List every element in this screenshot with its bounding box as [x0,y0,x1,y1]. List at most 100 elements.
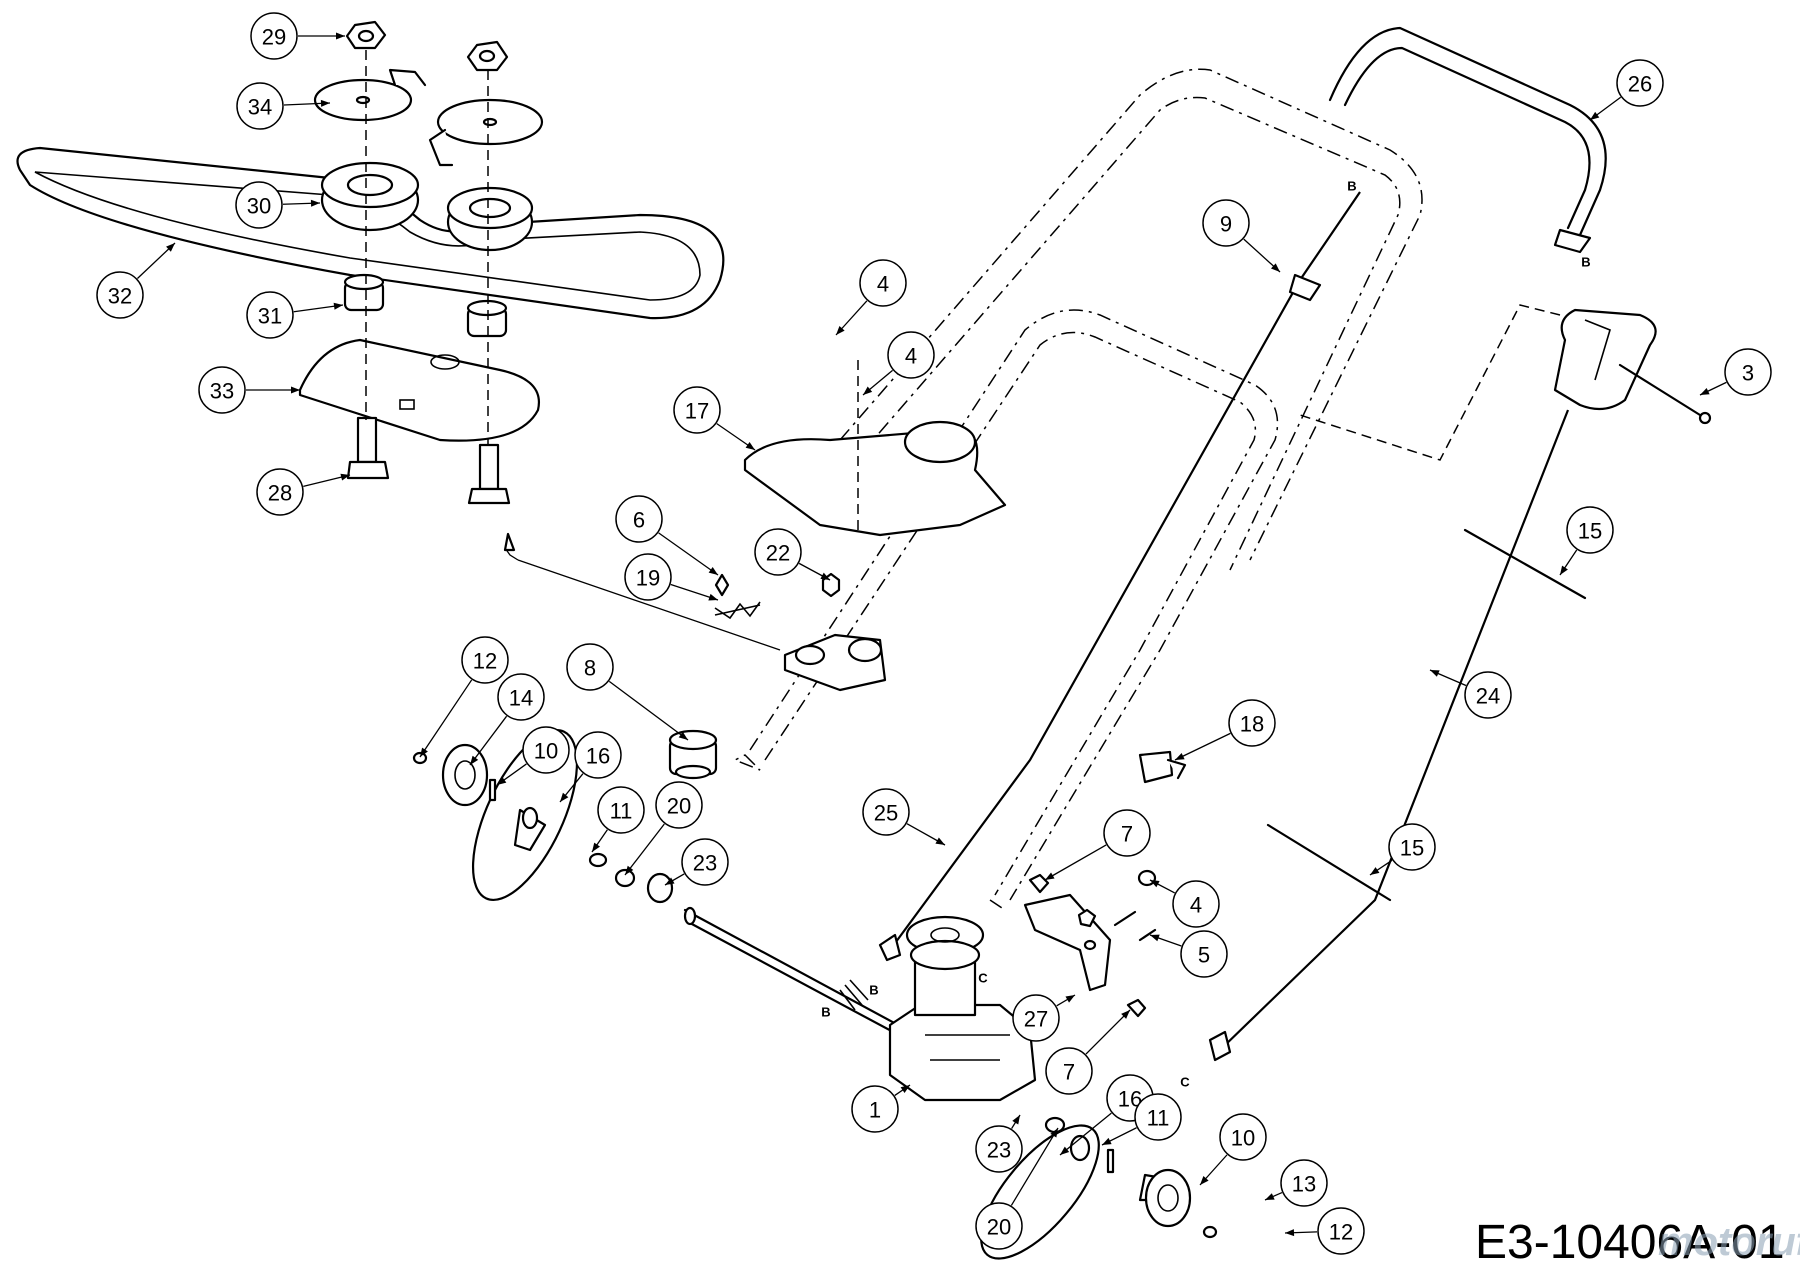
callout-bubble [673,386,721,434]
callout-number: 8 [584,656,596,681]
upper-control-bar [1328,26,1607,254]
callout-bubble [615,495,663,543]
callout-arrowhead [1590,111,1600,120]
callout-number: 27 [1024,1007,1048,1032]
belt-cover [743,360,1007,537]
cable-marker-b: B [1581,255,1590,270]
callout-14: 14 [469,673,545,766]
callout-number: 4 [905,344,917,369]
callout-bubble [522,726,570,774]
callout-number: 6 [633,508,645,533]
callout-10: 10 [496,726,570,786]
callout-arrowhead [592,842,600,852]
cable-marker-b: B [821,1005,830,1020]
control-lever-box [1299,304,1712,461]
callout-arrowhead [900,1085,910,1093]
callout-bubble [1388,823,1436,871]
callout-arrowhead [333,302,343,310]
spacers [343,273,508,338]
callout-number: 4 [877,272,889,297]
callout-18: 18 [1174,699,1276,761]
callout-bubble [975,1202,1023,1250]
callout-bubble [1616,59,1664,107]
callout-bubble [256,468,304,516]
callout-11: 11 [591,786,645,853]
callout-20: 20 [975,1127,1059,1250]
callout-24: 24 [1429,669,1512,719]
callout-3: 3 [1699,348,1772,396]
callout-5: 5 [1149,930,1228,978]
callout-arrowhead [708,566,718,575]
idler-arm [503,532,887,692]
callout-bubble [574,731,622,779]
shoulder-bolts [346,416,511,505]
callout-arrowhead [1700,387,1710,395]
callout-leader [658,532,719,576]
callout-32: 32 [96,242,176,319]
callout-number: 11 [1147,1106,1170,1131]
cable-marker-c: C [978,971,988,986]
callout-bubble [655,781,703,829]
watermark: motoruf [1658,1220,1800,1264]
callout-26: 26 [1589,59,1664,121]
callout-10: 10 [1199,1113,1267,1186]
callout-arrowhead [1200,1175,1209,1185]
callout-bubble [461,636,509,684]
callout-9: 9 [1202,199,1281,273]
callout-arrowhead [1065,995,1075,1003]
cable-marker-b: B [1347,179,1356,194]
callout-arrowhead [310,199,320,207]
callout-number: 5 [1198,943,1210,968]
callout-bubble [1724,348,1772,396]
callout-arrowhead [935,837,945,845]
callout-arrowhead [340,473,350,481]
idler-mount-plate [298,338,541,442]
callout-arrowhead [1150,880,1160,888]
callout-leader [1174,732,1231,761]
callout-bubble [236,82,284,130]
callout-number: 7 [1063,1060,1075,1085]
callout-number: 20 [987,1215,1011,1240]
callout-number: 12 [1329,1220,1353,1245]
callout-leader [1010,1127,1059,1206]
callout-arrowhead [470,755,479,765]
callout-34: 34 [236,82,331,130]
callout-arrowhead [1060,1146,1070,1155]
callout-bubble [624,553,672,601]
callout-leader [1059,1112,1112,1156]
cable-marker-c: C [1180,1075,1190,1090]
callout-4: 4 [835,259,907,336]
callout-number: 29 [262,25,286,50]
cables [878,191,1570,1062]
pivot-bracket [1023,869,1157,1018]
callout-arrowhead [708,593,718,601]
callout-number: 28 [268,481,292,506]
callout-number: 23 [693,851,717,876]
callout-number: 11 [610,799,633,824]
callout-arrowhead [166,243,175,252]
pulley-bearing-left [320,161,420,232]
callout-bubble [681,838,729,886]
callout-number: 16 [586,744,610,769]
callout-leader [608,680,689,741]
callout-bubble [1566,506,1614,554]
callout-bubble [754,528,802,576]
callout-number: 25 [874,801,898,826]
callout-bubble [235,181,283,229]
callout-number: 34 [248,95,272,120]
callout-arrowhead [1270,263,1280,272]
callout-bubble [1219,1113,1267,1161]
callout-bubble [1012,994,1060,1042]
callout-arrowhead [497,776,507,785]
callout-number: 19 [636,566,660,591]
callout-19: 19 [624,553,719,601]
callout-number: 10 [1231,1126,1255,1151]
callout-bubble [96,271,144,319]
callout-6: 6 [615,495,719,576]
callout-22: 22 [754,528,831,581]
callout-12: 12 [1284,1207,1365,1255]
callout-31: 31 [246,291,344,339]
callout-leader [624,823,665,876]
